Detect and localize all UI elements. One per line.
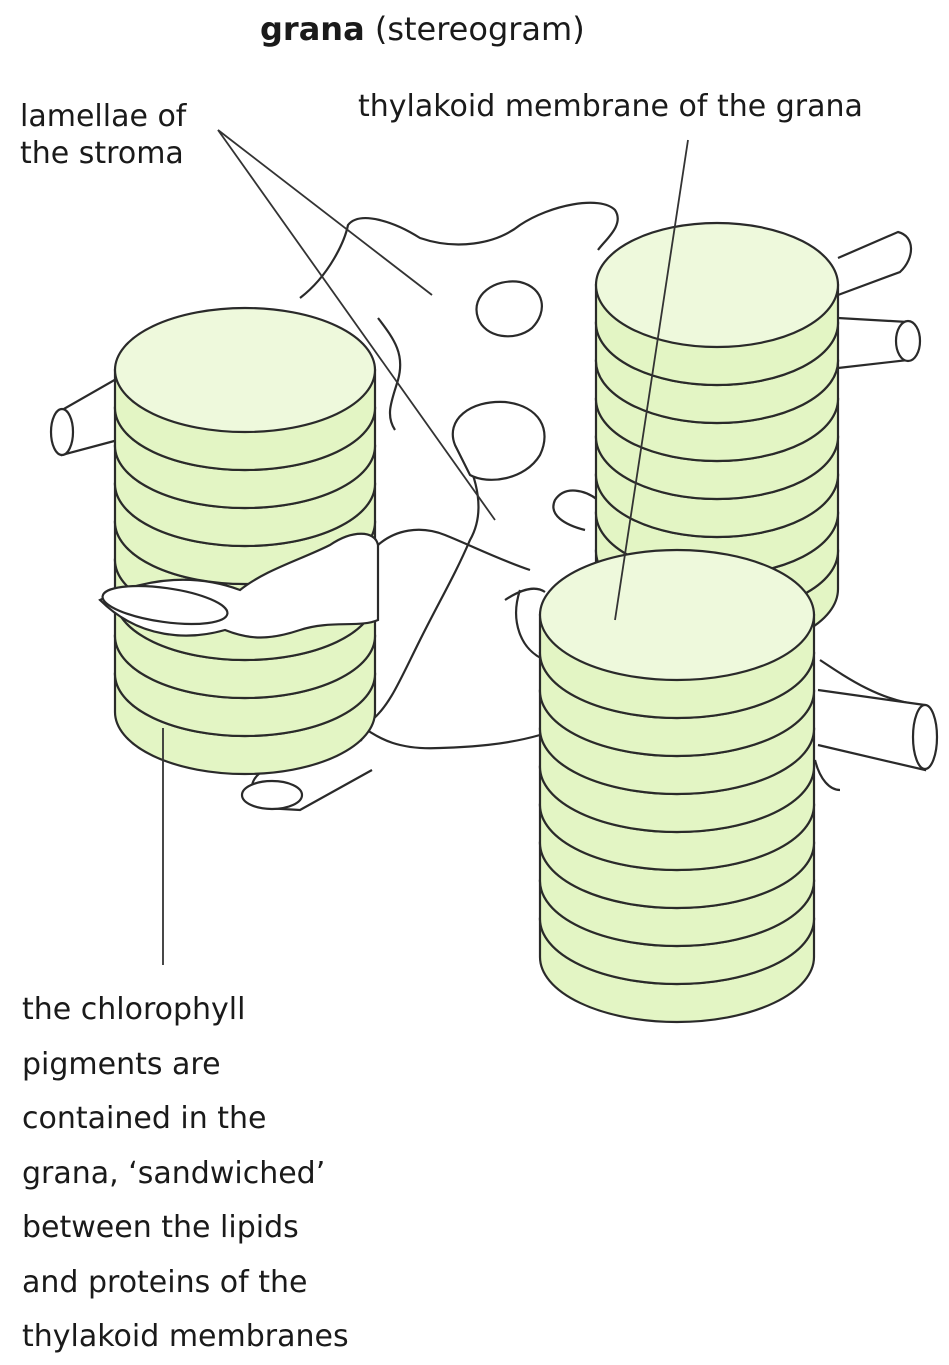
tube-right-mid-end	[896, 321, 920, 361]
thylakoid-disc	[115, 308, 375, 432]
lamella-br	[815, 760, 840, 790]
leader-lamellae-1	[218, 130, 432, 295]
lamella-mid-right	[553, 491, 598, 530]
granum-stack-front	[540, 550, 814, 1022]
tube-left-end	[51, 409, 73, 455]
lamella-mid-left	[378, 318, 400, 430]
thylakoid-disc	[596, 223, 838, 347]
tube-bottom-end	[242, 781, 302, 809]
tube-right-low	[818, 690, 925, 770]
hole-2	[453, 402, 545, 480]
lamella-bottom	[378, 530, 530, 570]
stroma-holes	[453, 281, 545, 479]
lamella-center	[372, 440, 478, 720]
tube-right-low-end	[913, 705, 937, 769]
tube-right-upper	[838, 232, 911, 295]
lamella-connector	[505, 589, 545, 600]
hole-1	[476, 281, 541, 336]
lamella-top	[300, 203, 618, 298]
thylakoid-disc	[540, 550, 814, 680]
